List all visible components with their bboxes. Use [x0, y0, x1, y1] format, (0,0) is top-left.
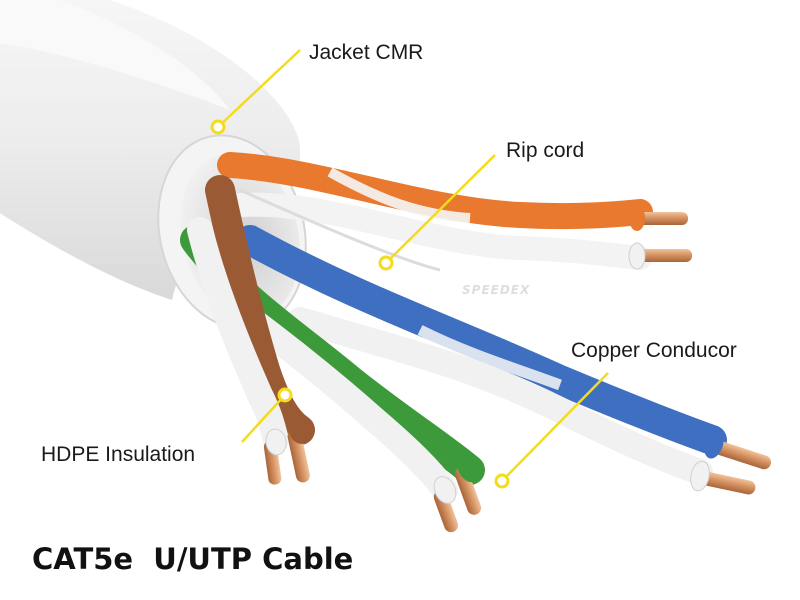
copper-conductor-label: Copper Conducor [571, 339, 737, 362]
callout-dots [210, 119, 510, 489]
watermark-logo: SPEEDEX [462, 283, 531, 297]
insulation-dot [277, 387, 293, 403]
diagram-title: CAT5e U/UTP Cable [32, 542, 354, 576]
jacket-leader [217, 49, 301, 128]
rip-cord-leader [385, 154, 496, 264]
callout-leaders [217, 49, 609, 482]
copper-leader [501, 372, 609, 482]
orange-pair [217, 152, 692, 270]
blue-pair [235, 225, 772, 495]
jacket-label: Jacket CMR [309, 41, 424, 64]
hdpe-insulation-label: HDPE Insulation [41, 443, 196, 466]
brown-pair [187, 175, 315, 485]
jacket-dot [210, 119, 226, 135]
rip-cord-label: Rip cord [506, 139, 585, 162]
rip-cord-dot [378, 255, 394, 271]
rip-cord-thread [239, 188, 441, 272]
copper-dot [494, 473, 510, 489]
insulation-leader [241, 394, 286, 443]
